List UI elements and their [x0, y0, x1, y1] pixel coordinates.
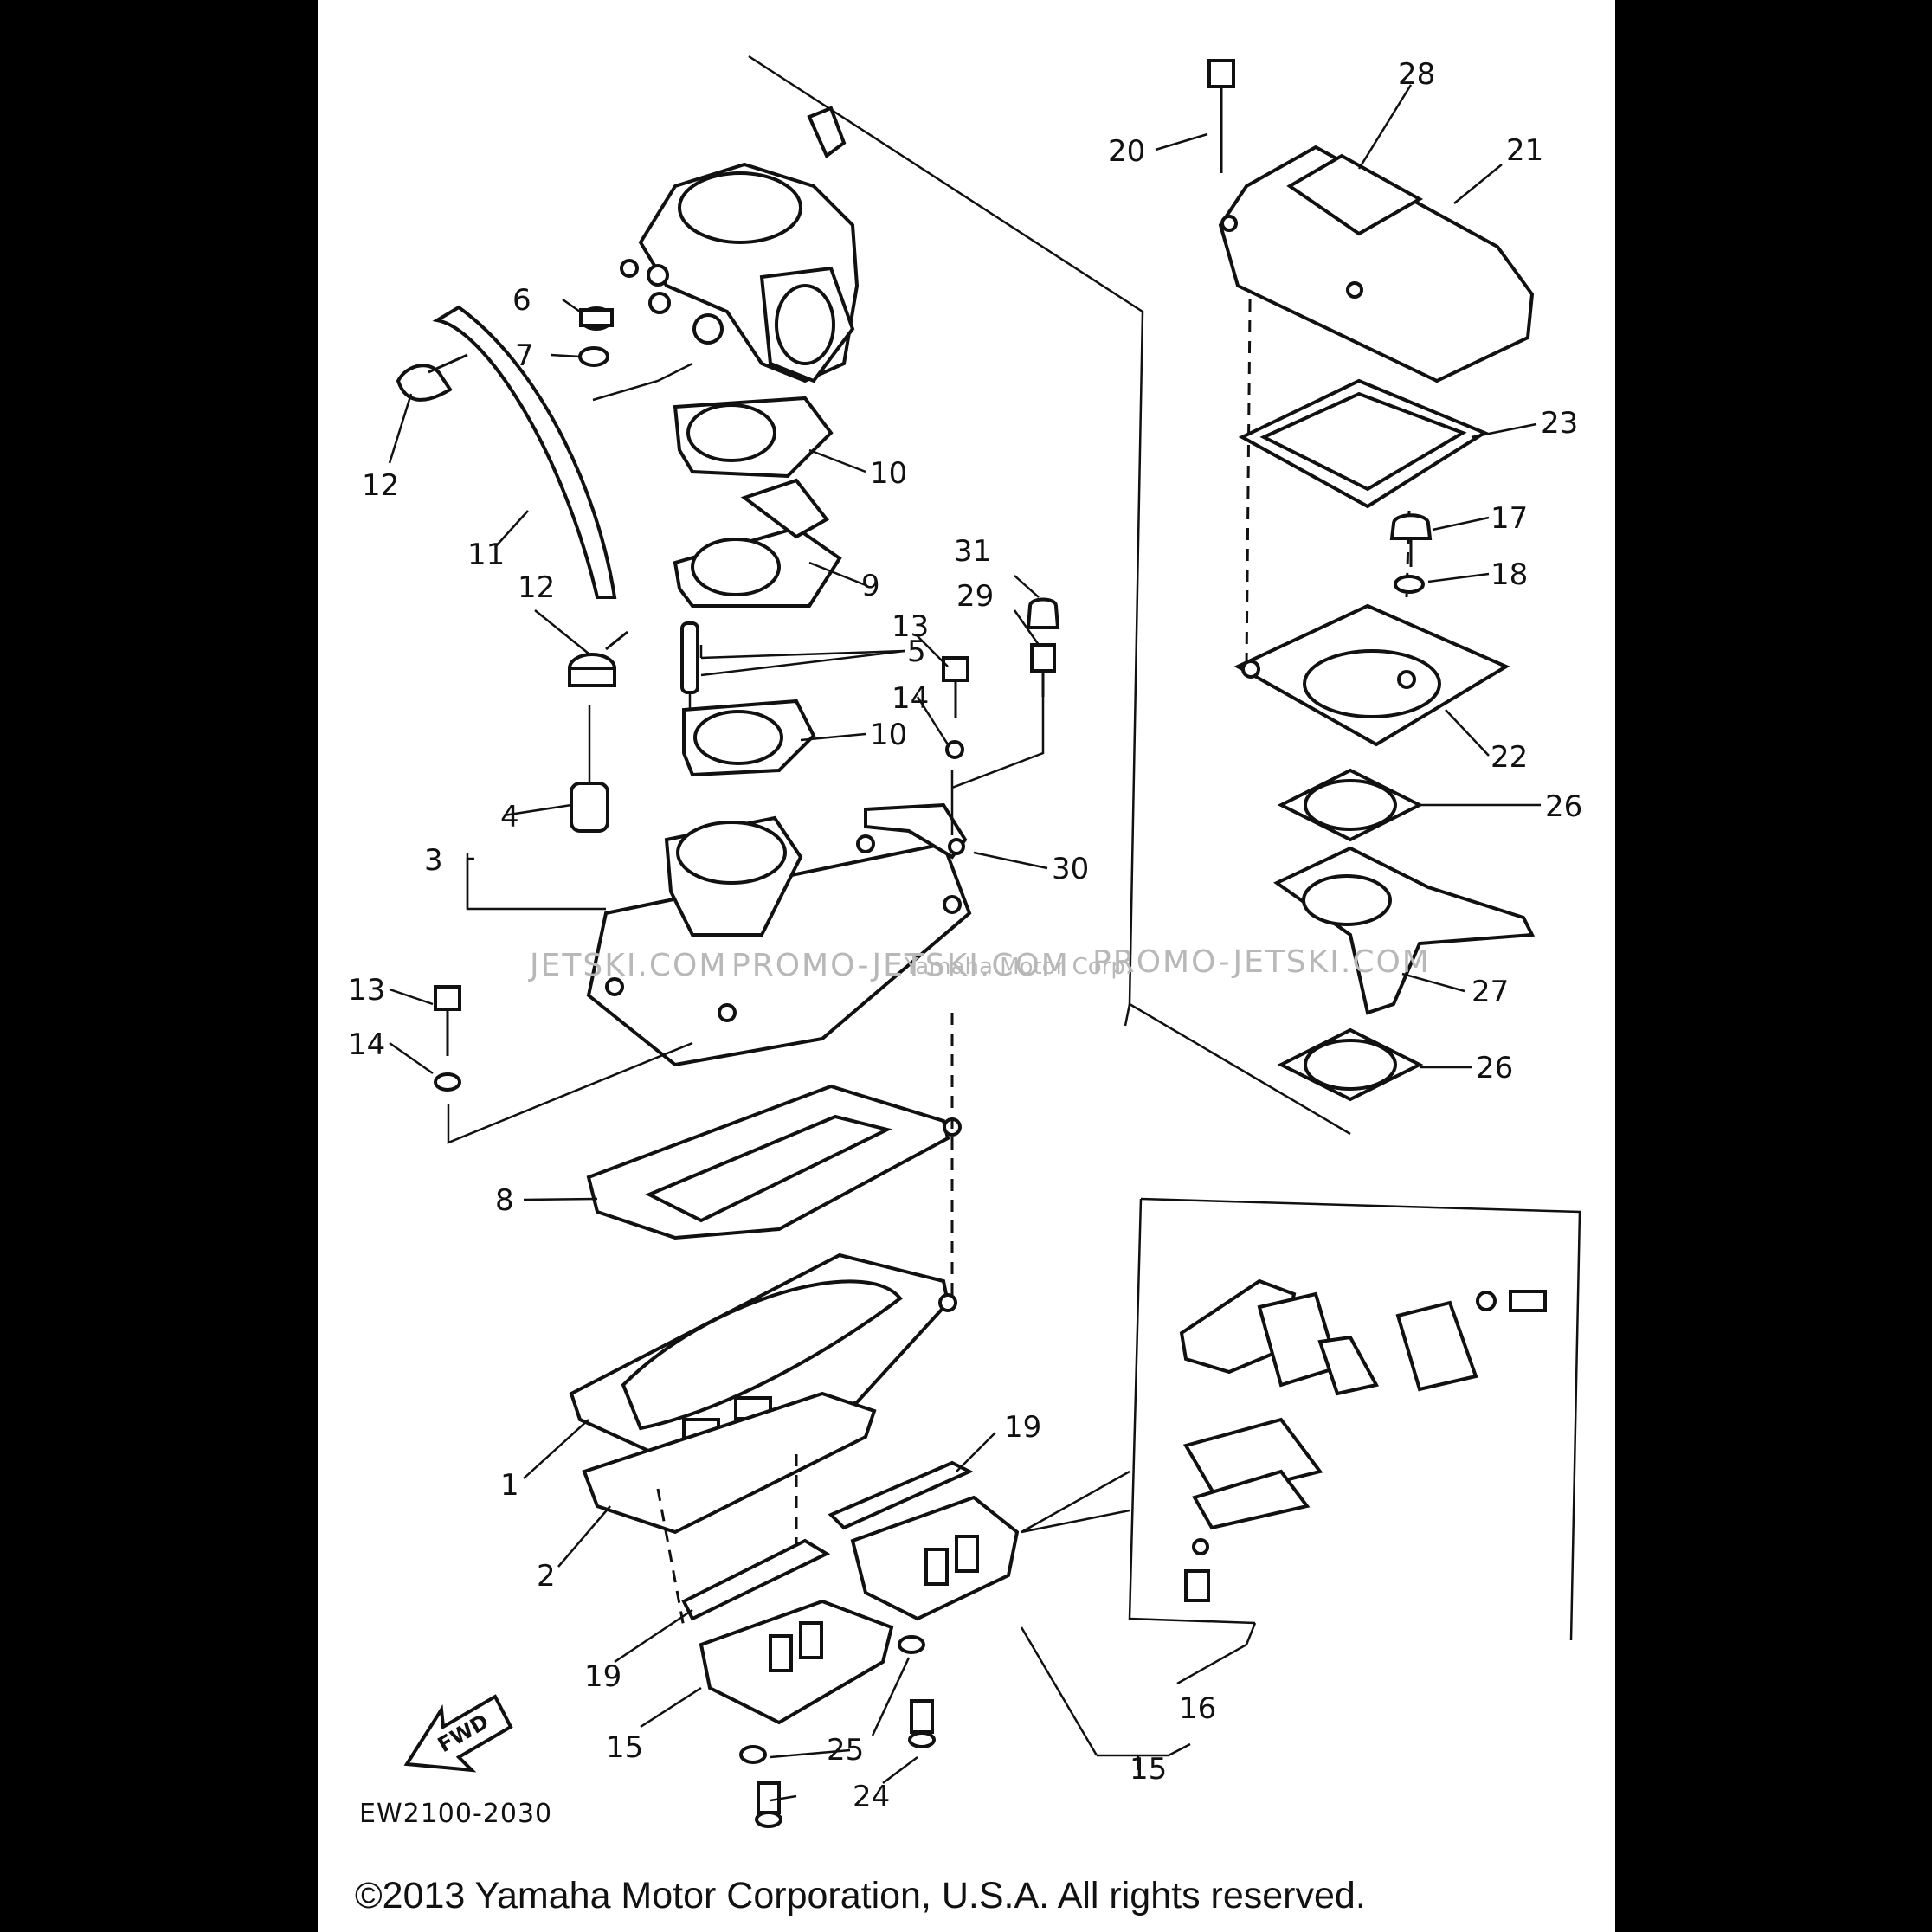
callout-21: 21 [1506, 133, 1543, 168]
watermark-mid: PROMO-JETSKI.COM [731, 948, 1070, 983]
callout-27: 27 [1472, 975, 1509, 1009]
callout-29: 29 [956, 579, 994, 614]
callout-20: 20 [1108, 134, 1145, 169]
callout-4: 4 [500, 800, 519, 834]
watermark-small: Yamaha Motor Corp. [904, 954, 1132, 980]
callout-11: 11 [467, 538, 505, 572]
gasket-8-part [586, 1084, 962, 1240]
callout-14-lower: 14 [348, 1027, 385, 1062]
callout-9: 9 [861, 569, 880, 603]
callout-2: 2 [537, 1559, 556, 1594]
diagram-code: EW2100-2030 [359, 1799, 552, 1829]
bolt-20-part [1208, 59, 1235, 173]
assembly-frame-lines [748, 55, 1581, 1641]
callout-1: 1 [500, 1468, 519, 1503]
callout-16: 16 [1179, 1691, 1216, 1726]
watermark-right: PROMO-JETSKI.COM [1092, 944, 1431, 980]
gasket-23-part [1238, 378, 1489, 509]
callout-15-right: 15 [1130, 1752, 1167, 1787]
callout-3: 3 [424, 843, 443, 878]
bracket-30-part [864, 770, 968, 860]
plate-9-part [673, 478, 842, 608]
callout-31: 31 [954, 534, 991, 569]
callout-25: 25 [827, 1733, 864, 1768]
gasket-26-upper [1277, 768, 1424, 842]
callout-30: 30 [1052, 852, 1089, 886]
callout-13-lower: 13 [348, 973, 385, 1008]
callout-15-left: 15 [606, 1730, 643, 1765]
callout-23: 23 [1541, 406, 1578, 441]
callout-8: 8 [495, 1183, 514, 1218]
bolt-13-upper [942, 656, 969, 759]
collar-part [570, 705, 609, 833]
watermark: JETSKI.COM PROMO-JETSKI.COM Yamaha Motor… [528, 944, 1431, 983]
bolt-13-lower [434, 985, 693, 1144]
callout-26-lower: 26 [1476, 1051, 1513, 1085]
reed-valve-15-part [699, 1495, 1020, 1725]
callout-7: 7 [515, 338, 534, 373]
callout-18: 18 [1491, 557, 1528, 592]
callout-19-left: 19 [584, 1659, 621, 1694]
callout-5: 5 [907, 634, 926, 669]
callout-10-lower: 10 [870, 718, 907, 752]
callout-24: 24 [853, 1780, 890, 1814]
watermark-left: JETSKI.COM [528, 948, 727, 983]
callout-28: 28 [1398, 57, 1435, 92]
leader-lines [388, 84, 1541, 1802]
callout-14-upper: 14 [892, 681, 929, 716]
callout-12-lower: 12 [518, 570, 555, 605]
hose-and-clamps-part [396, 305, 628, 687]
base-22-part [1233, 603, 1510, 747]
callout-22: 22 [1491, 740, 1528, 775]
callout-10-upper: 10 [870, 456, 907, 491]
gasket-10-lower [682, 699, 816, 777]
cover-21-part [1218, 145, 1535, 383]
reed-valve-detail-part [1176, 1278, 1547, 1685]
screw-24-washer-25-part [739, 1635, 936, 1828]
gasket-10-upper [673, 396, 834, 479]
callout-17: 17 [1491, 501, 1528, 536]
copyright-text: ©2013 Yamaha Motor Corporation, U.S.A. A… [355, 1875, 1366, 1916]
callout-labels: 1 2 3 4 5 6 7 8 9 10 10 11 12 12 13 13 1… [348, 57, 1582, 1814]
sensor-29-31-part [951, 597, 1060, 789]
screw-17-washer-18-part [1389, 513, 1433, 594]
carburetor-part [620, 106, 860, 383]
callout-6: 6 [512, 283, 531, 318]
forward-arrow-icon: FWD [403, 1694, 513, 1773]
callout-19-right: 19 [1004, 1410, 1041, 1445]
gasket-26-lower [1277, 1027, 1424, 1102]
reed-valve-body-1-part [569, 1013, 957, 1465]
callout-12-upper: 12 [362, 468, 399, 503]
callout-13-upper: 13 [892, 609, 929, 644]
bracket-27-part [1273, 846, 1536, 1015]
intake-manifold-part [586, 815, 972, 1067]
callout-26-upper: 26 [1545, 789, 1582, 824]
nut-and-washer-part [578, 306, 693, 402]
